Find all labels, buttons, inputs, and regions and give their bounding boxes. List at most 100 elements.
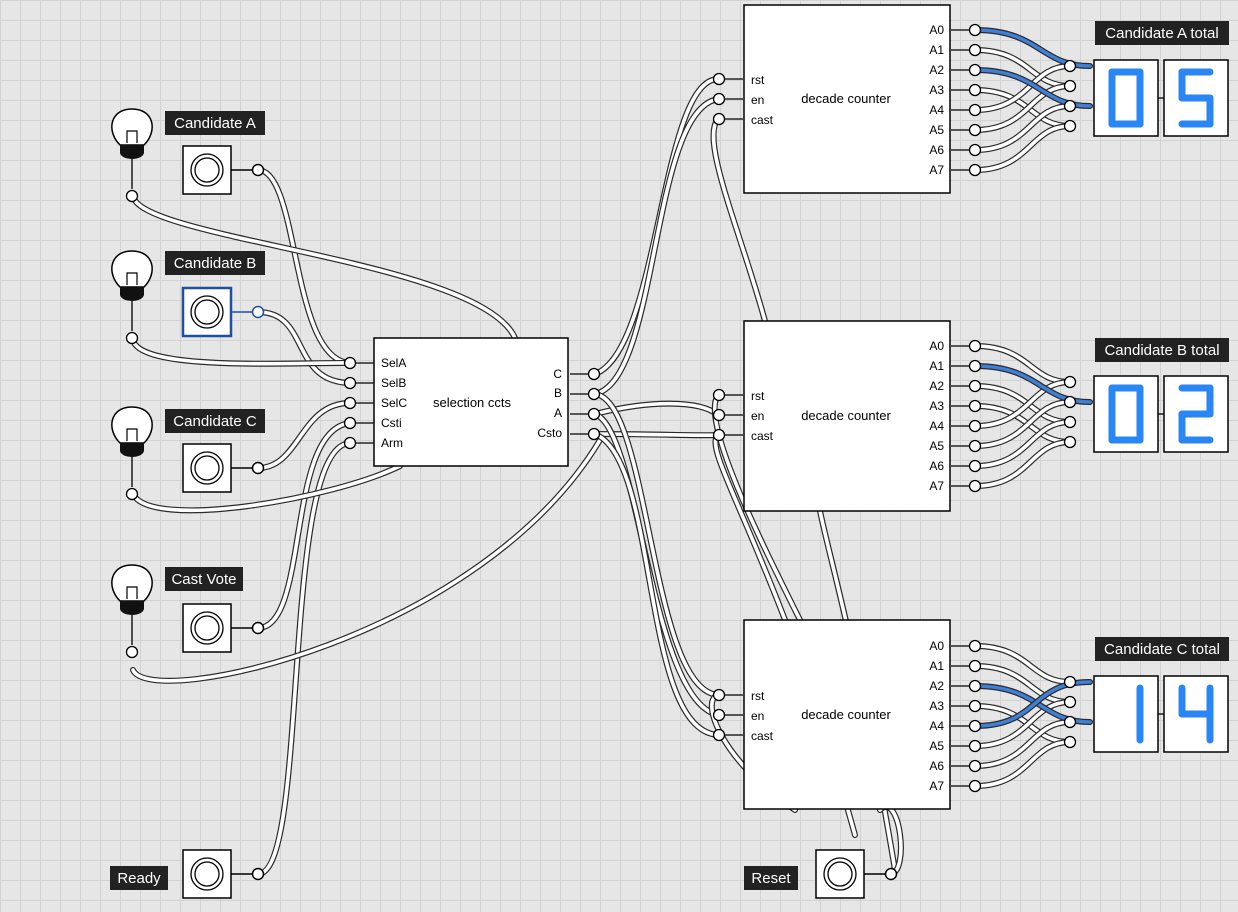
counter-0-in-port-2[interactable] (712, 112, 726, 126)
counter-0-out-port-2[interactable] (968, 63, 982, 77)
display-0-in-port-2[interactable] (1063, 99, 1077, 113)
sel-output-b: B (554, 386, 562, 400)
display-1-in-port-2[interactable] (1063, 415, 1077, 429)
bulbs (111, 108, 153, 659)
button-candidate-c-inner-ring[interactable] (194, 455, 220, 481)
button-cast-vote-port[interactable] (251, 621, 265, 635)
button-reset-inner-ring[interactable] (827, 861, 853, 887)
counter-1-out-port-0[interactable] (968, 339, 982, 353)
counter-2-out-port-1[interactable] (968, 659, 982, 673)
counter-1-in-port-1[interactable] (712, 408, 726, 422)
counter-1-in-port-0[interactable] (712, 388, 726, 402)
button-candidate-a-port[interactable] (251, 163, 265, 177)
counter-0-out-port-6[interactable] (968, 143, 982, 157)
button-cast-vote[interactable] (182, 603, 265, 653)
counter-0-out-port-7[interactable] (968, 163, 982, 177)
display-1-in-port-3[interactable] (1063, 435, 1077, 449)
selection-circuit: selection ccts SelA SelB SelC Csti Arm C… (373, 337, 569, 467)
counter-1-out-port-6[interactable] (968, 459, 982, 473)
display-2-in-port-2[interactable] (1063, 715, 1077, 729)
counter-1-out-port-3[interactable] (968, 399, 982, 413)
sel-out-port-3[interactable] (587, 427, 601, 441)
button-candidate-a[interactable] (182, 145, 265, 195)
counter-0-out-port-3[interactable] (968, 83, 982, 97)
sel-in-port-2[interactable] (343, 396, 357, 410)
sel-in-port-0[interactable] (343, 356, 357, 370)
counter-0-out-port-0[interactable] (968, 23, 982, 37)
counter-2-out-port-0[interactable] (968, 639, 982, 653)
counter-2-in-port-0[interactable] (712, 688, 726, 702)
sel-in-port-3[interactable] (343, 416, 357, 430)
label-candidate-a-bg (165, 111, 265, 135)
sel-out-port-2[interactable] (587, 407, 601, 421)
counter-2-out-port-4[interactable] (968, 719, 982, 733)
sel-in-port-1[interactable] (343, 376, 357, 390)
label-cast-vote-text: Cast Vote (171, 571, 236, 588)
counter-0-out-port-4[interactable] (968, 103, 982, 117)
sel-input-selb: SelB (381, 376, 406, 390)
button-cast-vote-inner-ring[interactable] (194, 615, 220, 641)
wire (973, 700, 1072, 748)
counter-a-out-a4: A4 (929, 103, 944, 117)
sel-in-port-4[interactable] (343, 436, 357, 450)
display-1-ones (1163, 375, 1229, 453)
display-2-in-port-3[interactable] (1063, 735, 1077, 749)
counter-2-in-port-2[interactable] (712, 728, 726, 742)
sel-out-port-1[interactable] (587, 387, 601, 401)
counter-1-out-port-7[interactable] (968, 479, 982, 493)
wire-outline (592, 431, 721, 738)
counter-1-in-port-2[interactable] (712, 428, 726, 442)
counter-0-in-port-1[interactable] (712, 92, 726, 106)
button-ready-inner-ring[interactable] (194, 861, 220, 887)
wire (973, 740, 1072, 788)
label-candidate-a-text: Candidate A (174, 115, 256, 132)
counter-0-out-port-1[interactable] (968, 43, 982, 57)
sel-out-port-0[interactable] (587, 367, 601, 381)
display-1-in-port-0[interactable] (1063, 375, 1077, 389)
button-ready[interactable] (182, 849, 265, 899)
counter-2-out-port-7[interactable] (968, 779, 982, 793)
display-2-in-port-1[interactable] (1063, 695, 1077, 709)
wire (593, 392, 720, 697)
wire (973, 720, 1072, 768)
button-candidate-c-port[interactable] (251, 461, 265, 475)
counter-2-out-port-5[interactable] (968, 739, 982, 753)
wire-outline (255, 400, 353, 471)
counter-2-out-port-2[interactable] (968, 679, 982, 693)
counter-2-out-port-6[interactable] (968, 759, 982, 773)
display-0-in-port-1[interactable] (1063, 79, 1077, 93)
button-reset-port[interactable] (884, 867, 898, 881)
button-candidate-b[interactable] (181, 286, 265, 338)
counter-1-out-port-2[interactable] (968, 379, 982, 393)
wire (256, 401, 352, 470)
label-candidate-b-bg (165, 251, 265, 275)
counter-c-en: en (751, 709, 764, 723)
counter-1-out-port-1[interactable] (968, 359, 982, 373)
button-candidate-b-inner-ring[interactable] (194, 299, 220, 325)
wire (973, 420, 1072, 468)
display-0-in-port-3[interactable] (1063, 119, 1077, 133)
counter-2-in-port-1[interactable] (712, 708, 726, 722)
label-total-a: Candidate A total (1095, 21, 1229, 45)
bulb-filament (126, 428, 138, 441)
button-candidate-b-port[interactable] (251, 305, 265, 319)
display-2-in-port-0[interactable] (1063, 675, 1077, 689)
counter-c-out-a7: A7 (929, 779, 944, 793)
button-candidate-a-inner-ring[interactable] (194, 157, 220, 183)
button-ready-port[interactable] (251, 867, 265, 881)
counter-0-in-port-0[interactable] (712, 72, 726, 86)
counter-1-out-port-4[interactable] (968, 419, 982, 433)
display-0-in-port-0[interactable] (1063, 59, 1077, 73)
counter-b-rst: rst (751, 389, 765, 403)
counter-a-out-a5: A5 (929, 123, 944, 137)
display-1-in-port-1[interactable] (1063, 395, 1077, 409)
counter-2-out-port-3[interactable] (968, 699, 982, 713)
button-reset[interactable] (815, 849, 898, 899)
counter-a-box (743, 4, 951, 194)
wire (973, 104, 1072, 152)
counter-1-out-port-5[interactable] (968, 439, 982, 453)
button-candidate-c[interactable] (182, 443, 265, 493)
counter-0-out-port-5[interactable] (968, 123, 982, 137)
wire-outline (255, 309, 353, 386)
